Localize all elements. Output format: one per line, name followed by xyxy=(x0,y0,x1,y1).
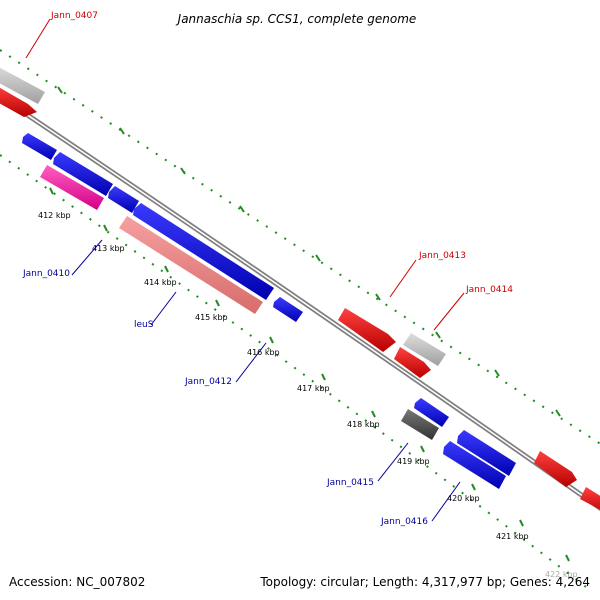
scale-label: 415 kbp xyxy=(195,313,228,322)
gene-jann-0410[interactable] xyxy=(40,165,104,210)
gene-reverse-blue-3[interactable] xyxy=(108,186,139,213)
callout-line-jann-0415 xyxy=(377,442,409,482)
gene-labels: Jann_0407 Jann_0413 Jann_0414 Jann_0410 … xyxy=(22,11,513,527)
label-jann-0414[interactable]: Jann_0414 xyxy=(465,285,513,295)
scale-label: 416 kbp xyxy=(247,348,280,357)
gene-forward-red-4[interactable] xyxy=(534,451,577,487)
label-jann-0410[interactable]: Jann_0410 xyxy=(22,269,70,279)
callout-line-leus xyxy=(150,291,177,326)
accession-text: Accession: NC_007802 xyxy=(9,575,145,589)
gene-reverse-blue-1[interactable] xyxy=(22,133,57,160)
gene-jann-0415[interactable] xyxy=(401,409,439,440)
gene-jann-0407[interactable] xyxy=(0,65,45,104)
callout-line-jann-0410 xyxy=(71,239,103,276)
scale-label: 419 kbp xyxy=(397,457,430,466)
gene-reverse-blue-4[interactable] xyxy=(133,203,274,300)
gene-jann-0412[interactable] xyxy=(273,297,303,322)
gene-reverse-blue-6[interactable] xyxy=(457,430,516,476)
map-title: Jannaschia sp. CCS1, complete genome xyxy=(176,12,417,26)
label-jann-0413[interactable]: Jann_0413 xyxy=(418,251,466,261)
scale-label: 413 kbp xyxy=(92,244,125,253)
gene-jann-0416[interactable] xyxy=(443,441,506,489)
scale-label: 418 kbp xyxy=(347,420,380,429)
label-jann-0412[interactable]: Jann_0412 xyxy=(184,377,232,387)
genome-summary-text: Topology: circular; Length: 4,317,977 bp… xyxy=(259,575,590,589)
gene-reverse-blue-2[interactable] xyxy=(53,152,113,196)
callout-line-jann-0407 xyxy=(25,18,51,59)
callout-line-jann-0416 xyxy=(431,481,461,522)
label-leus[interactable]: leuS xyxy=(134,320,154,330)
gene-forward-red-2[interactable] xyxy=(338,308,396,352)
label-jann-0407[interactable]: Jann_0407 xyxy=(50,11,98,21)
callout-line-jann-0414 xyxy=(433,292,465,331)
gene-jann-0414[interactable] xyxy=(403,333,446,366)
scale-label: 421 kbp xyxy=(496,532,529,541)
major-ticks-inner xyxy=(49,187,570,562)
gene-forward-red-3[interactable] xyxy=(394,347,431,378)
scale-label: 412 kbp xyxy=(38,211,71,220)
gene-forward-red-1[interactable] xyxy=(0,85,37,117)
callout-line-jann-0413 xyxy=(389,259,417,298)
label-jann-0416[interactable]: Jann_0416 xyxy=(380,517,428,527)
scale-label: 414 kbp xyxy=(144,278,177,287)
major-ticks-outer xyxy=(57,86,561,417)
gene-forward-red-5[interactable] xyxy=(580,487,600,515)
scale-label: 417 kbp xyxy=(297,384,330,393)
scale-label: 422 kbp xyxy=(545,570,578,579)
callout-line-jann-0412 xyxy=(235,342,267,383)
scale-labels: 412 kbp 413 kbp 414 kbp 415 kbp 416 kbp … xyxy=(38,211,578,579)
genome-backbone-highlight xyxy=(0,95,600,509)
scale-label: 420 kbp xyxy=(447,494,480,503)
genome-backbone xyxy=(0,93,600,512)
tick-ring-inner xyxy=(0,154,591,591)
gene-leus[interactable] xyxy=(119,216,263,314)
label-jann-0415[interactable]: Jann_0415 xyxy=(326,478,374,488)
gene-reverse-blue-5[interactable] xyxy=(414,398,449,427)
